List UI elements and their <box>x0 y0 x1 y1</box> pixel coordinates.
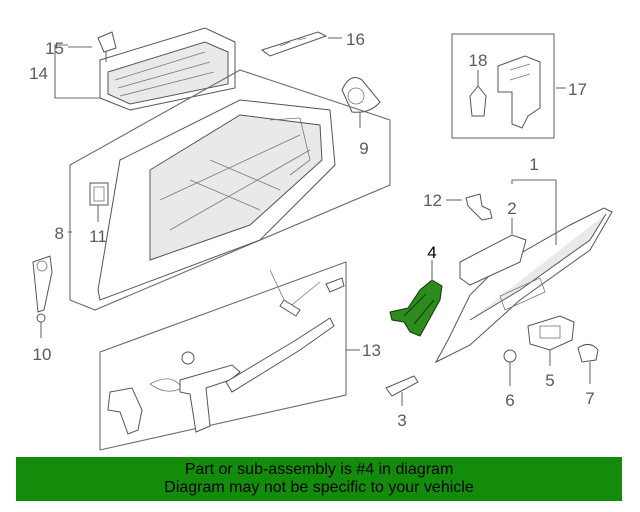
panel-8-outline <box>69 69 391 311</box>
callout-18: 18 <box>469 51 488 70</box>
part-5-latch[interactable] <box>527 315 575 366</box>
callout-12: 12 <box>423 191 442 210</box>
part-13-hardware-kit[interactable] <box>107 269 345 435</box>
panel-17-outline <box>451 33 555 139</box>
part-15-clip[interactable] <box>97 31 117 62</box>
part-12-bolt[interactable] <box>465 193 493 221</box>
banner-line-2: Diagram may not be specific to your vehi… <box>164 479 474 496</box>
callout-14: 14 <box>29 64 48 83</box>
panel-13-outline <box>99 261 347 451</box>
callout-3: 3 <box>397 411 406 430</box>
callout-17: 17 <box>568 80 587 99</box>
part-2-handle[interactable] <box>459 234 527 286</box>
part-3-pin[interactable] <box>385 375 419 406</box>
callout-13: 13 <box>362 341 381 360</box>
banner-line-1: Part or sub-assembly is #4 in diagram <box>184 461 454 478</box>
callout-4: 4 <box>427 243 436 262</box>
part-1-glove-box-door[interactable] <box>434 207 613 364</box>
part-8-glove-box-housing[interactable] <box>97 99 336 301</box>
callout-6: 6 <box>505 391 514 410</box>
callout-15: 15 <box>45 39 64 58</box>
callout-8: 8 <box>55 224 64 243</box>
part-10-damper[interactable] <box>32 255 53 338</box>
part-9-vent[interactable] <box>341 77 381 128</box>
callout-16: 16 <box>346 30 365 49</box>
callout-11: 11 <box>89 227 107 246</box>
info-banner: Part or sub-assembly is #4 in diagram Di… <box>16 457 622 501</box>
callout-5: 5 <box>545 371 554 390</box>
part-11-switch[interactable] <box>89 182 109 222</box>
callout-labels: 15 14 16 18 17 9 1 12 2 8 11 4 10 13 5 6… <box>29 30 595 430</box>
part-4-hinge-bracket[interactable] <box>389 279 443 337</box>
part-14-storage-tray[interactable] <box>99 27 236 111</box>
part-17-lamp-housing[interactable] <box>497 55 541 129</box>
part-16-label-plate[interactable] <box>260 31 328 57</box>
part-6-screw[interactable] <box>503 349 517 386</box>
callout-1: 1 <box>529 155 538 174</box>
part-18-bulb[interactable] <box>469 70 487 117</box>
part-4-shape[interactable] <box>389 279 443 337</box>
callout-9: 9 <box>359 139 368 158</box>
callout-7: 7 <box>585 389 594 408</box>
callout-10: 10 <box>33 345 52 364</box>
leader-lines <box>54 37 566 351</box>
callout-2: 2 <box>507 199 516 218</box>
part-7-bumper[interactable] <box>577 344 599 384</box>
